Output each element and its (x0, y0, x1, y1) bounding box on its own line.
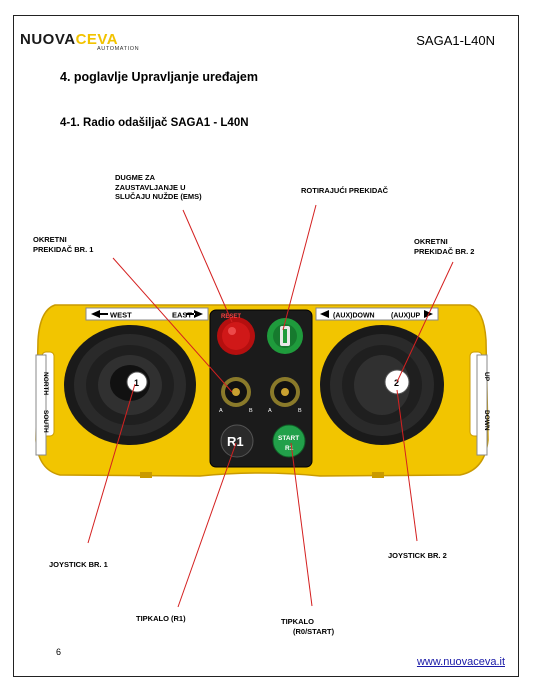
west-arrow-icon (91, 310, 108, 318)
reset-label: RESET (221, 314, 241, 320)
start-button-label: START (278, 435, 299, 442)
up-label: UP (483, 372, 490, 382)
east-arrow-icon (186, 310, 203, 318)
joystick-2: 2 (320, 325, 444, 445)
logo-wordmark: NUOVACEVA (20, 31, 119, 48)
joystick-1: 1 (64, 325, 196, 445)
aux-down-label: (AUX)DOWN (333, 313, 375, 320)
document-code: SAGA1-L40N (416, 33, 495, 48)
north-label: NORTH (42, 372, 49, 395)
aux-up-label: (AUX)UP (391, 313, 420, 320)
rotary-switch-2: A B (268, 377, 302, 414)
website-link[interactable]: www.nuovaceva.it (416, 656, 505, 668)
emergency-stop-button: RESET (217, 314, 255, 355)
callout-line-ems (182, 209, 233, 323)
callout-button-r1: TIPKALO (R1) (136, 614, 186, 623)
aux-down-arrow-icon (320, 310, 329, 318)
brand-logo: NUOVACEVA AUTOMATION (20, 31, 139, 52)
callout-line-joystick1 (87, 383, 136, 544)
south-label: SOUTH (42, 410, 49, 433)
rotary-key-switch (267, 318, 303, 354)
joystick-1-number: 1 (134, 378, 139, 388)
r1-button: R1 (220, 424, 254, 458)
callout-line-rotary2 (396, 261, 454, 383)
up-down-label-bar (476, 354, 488, 456)
callout-joystick-1: JOYSTICK BR. 1 (49, 560, 108, 569)
callout-button-start: TIPKALO(R0/START) (281, 617, 335, 636)
switch-2-label-b: B (298, 408, 302, 414)
west-east-label-bar (85, 307, 209, 321)
start-button-sublabel: R1 (285, 445, 294, 452)
callout-line-rotary1 (112, 257, 233, 393)
switch-2-label-a: A (268, 408, 272, 414)
east-label: EAST (172, 311, 192, 320)
callout-line-r1 (177, 442, 237, 608)
callout-lines (87, 204, 454, 608)
rotary-switch-1: A B (219, 377, 253, 414)
callout-joystick-2: JOYSTICK BR. 2 (388, 551, 447, 560)
callout-rotary-switch: ROTIRAJUĆI PREKIDAČ (301, 186, 389, 195)
start-button: START R1 (272, 424, 306, 458)
section-title: 4-1. Radio odašiljač SAGA1 - L40N (60, 117, 249, 129)
page-border (13, 15, 519, 677)
logo-subtitle: AUTOMATION (97, 46, 140, 52)
joystick-2-number: 2 (394, 378, 399, 388)
down-label: DOWN (483, 410, 490, 431)
r1-button-label: R1 (227, 434, 244, 449)
callout-line-start (290, 442, 313, 607)
page-number: 6 (56, 647, 62, 657)
chapter-title: 4. poglavlje Upravljanje uređajem (60, 70, 258, 84)
aux-label-bar (315, 307, 439, 321)
callout-line-joystick2 (396, 389, 418, 542)
switch-1-label-b: B (249, 408, 253, 414)
north-south-label-bar (35, 354, 47, 456)
switch-1-label-a: A (219, 408, 223, 414)
callout-line-rotary (282, 204, 317, 331)
west-label: WEST (110, 311, 132, 320)
